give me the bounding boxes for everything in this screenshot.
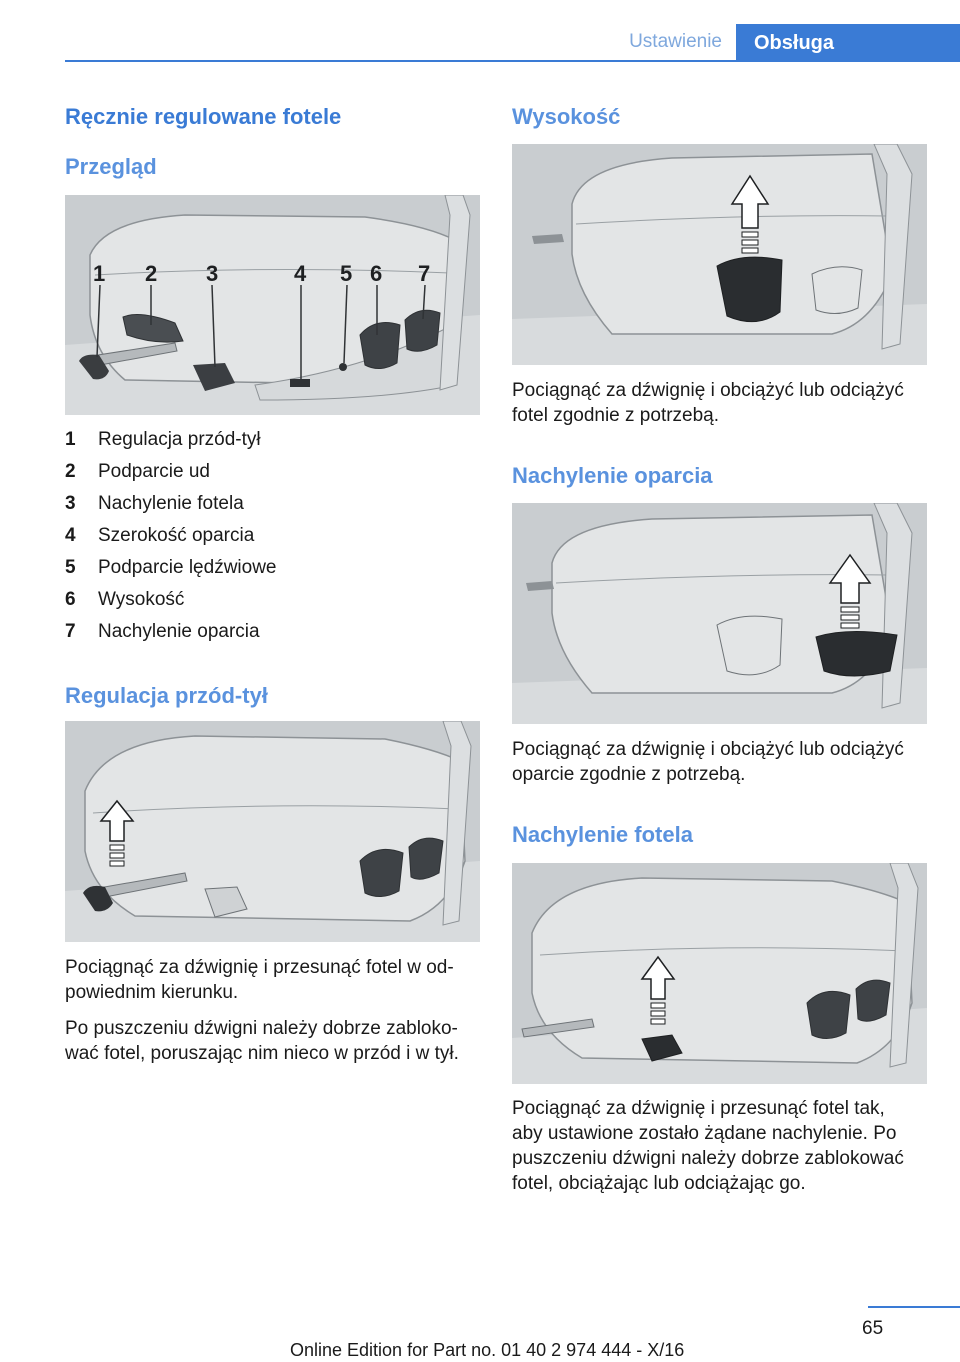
seat-overview-figure: 1 2 3 4 5 6 7 (65, 195, 480, 415)
height-figure (512, 144, 927, 365)
legend-number: 4 (65, 525, 76, 546)
footer-rule (868, 1306, 960, 1308)
up-arrow-icon (99, 799, 135, 867)
up-arrow-icon (640, 955, 676, 1025)
legend-label: Podparcie lędźwiowe (98, 557, 277, 578)
tilt-illustration (512, 863, 927, 1084)
callout-1: 1 (93, 261, 105, 286)
fore-aft-figure (65, 721, 480, 942)
legend-number: 6 (65, 589, 76, 610)
legend-label: Podparcie ud (98, 461, 210, 482)
fore-aft-paragraph-2: Po puszczeniu dźwigni należy dobrze zabl… (65, 1018, 459, 1064)
legend-label: Nachylenie fotela (98, 493, 244, 514)
legend-label: Regulacja przód-tył (98, 429, 261, 450)
section-title: Ręcznie regulowane fotele (65, 104, 342, 129)
legend-item: 4 Szerokość oparcia (65, 520, 480, 552)
backrest-figure (512, 503, 927, 724)
legend-number: 3 (65, 493, 76, 514)
callout-3: 3 (206, 261, 218, 286)
legend-label: Wysokość (98, 589, 185, 610)
backrest-paragraph: Pociągnąć za dźwignię i obciążyć lub odc… (512, 739, 904, 785)
fore-aft-heading: Regulacja przód-tył (65, 683, 268, 708)
legend-item: 3 Nachylenie fotela (65, 488, 480, 520)
backrest-illustration (512, 503, 927, 724)
callout-7: 7 (418, 261, 430, 286)
section-tab-ustawienie: Ustawienie (629, 31, 722, 52)
seat-overview-illustration: 1 2 3 4 5 6 7 (65, 195, 480, 415)
legend-number: 1 (65, 429, 76, 450)
legend-item: 1 Regulacja przód-tył (65, 424, 480, 456)
tilt-heading: Nachylenie fotela (512, 822, 693, 847)
backrest-heading: Nachylenie oparcia (512, 463, 713, 488)
legend-label: Szerokość oparcia (98, 525, 255, 546)
legend-item: 5 Podparcie lędźwiowe (65, 552, 480, 584)
page-number: 65 (862, 1318, 884, 1339)
legend-number: 2 (65, 461, 76, 482)
callout-4: 4 (294, 261, 307, 286)
edition-footer: Online Edition for Part no. 01 40 2 974 … (290, 1340, 685, 1360)
legend-item: 7 Nachylenie oparcia (65, 616, 480, 648)
legend-label: Nachylenie oparcia (98, 621, 260, 642)
fore-aft-paragraph-1: Pociągnąć za dźwignię i przesunąć fotel … (65, 957, 454, 1003)
tilt-paragraph: Pociągnąć za dźwignię i przesunąć fotel … (512, 1098, 904, 1194)
legend-item: 2 Podparcie ud (65, 456, 480, 488)
callout-5: 5 (340, 261, 352, 286)
height-illustration (512, 144, 927, 365)
fore-aft-illustration (65, 721, 480, 942)
legend-number: 5 (65, 557, 76, 578)
up-arrow-icon (730, 174, 770, 254)
height-heading: Wysokość (512, 104, 621, 129)
callout-2: 2 (145, 261, 157, 286)
height-paragraph: Pociągnąć za dźwignię i obciążyć lub odc… (512, 380, 904, 426)
legend-number: 7 (65, 621, 76, 642)
header-rule (65, 60, 960, 62)
tilt-figure (512, 863, 927, 1084)
overview-heading: Przegląd (65, 154, 157, 179)
up-arrow-icon (828, 553, 872, 629)
page-header: Ustawienie Obsługa (0, 0, 960, 62)
callout-6: 6 (370, 261, 382, 286)
legend-item: 6 Wysokość (65, 584, 480, 616)
chapter-tab-obsluga: Obsługa (736, 24, 960, 62)
